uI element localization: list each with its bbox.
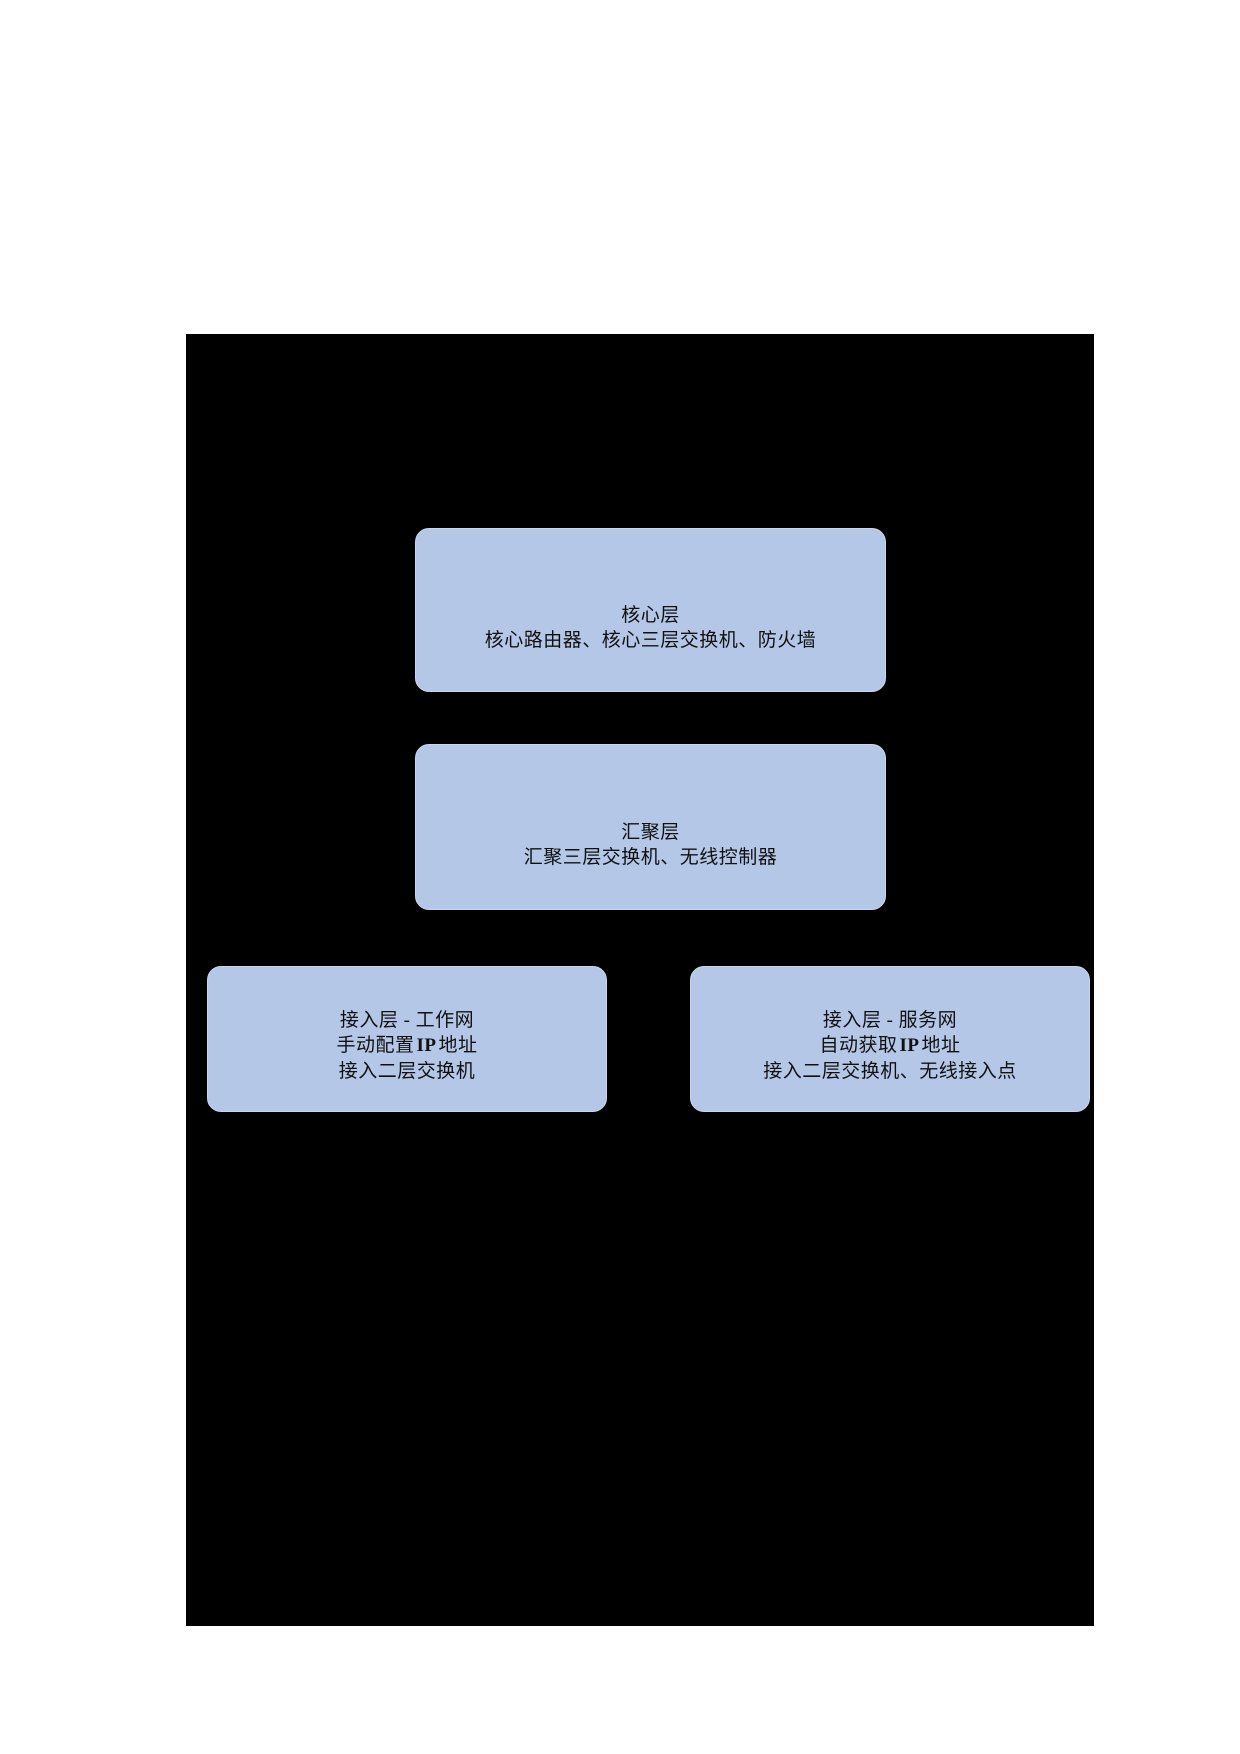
node-core-layer-text: 核心层 核心路由器、核心三层交换机、防火墙 [416,603,885,654]
diagram-canvas: 核心层 核心路由器、核心三层交换机、防火墙 汇聚层 汇聚三层交换机、无线控制器 … [186,334,1094,1626]
node-access-layer-work-network-line-1: 接入层 - 工作网 [339,1009,475,1031]
service-ip-prefix: 自动获取 [819,1035,898,1057]
node-access-layer-work-network-line-3: 接入二层交换机 [338,1060,476,1082]
node-aggregation-layer-line-2: 汇聚三层交换机、无线控制器 [523,847,778,868]
node-aggregation-layer[interactable]: 汇聚层 汇聚三层交换机、无线控制器 [415,744,886,910]
work-ip-prefix: 手动配置 [336,1035,415,1057]
node-aggregation-layer-text: 汇聚层 汇聚三层交换机、无线控制器 [416,820,885,871]
node-core-layer-line-2: 核心路由器、核心三层交换机、防火墙 [484,630,817,651]
node-aggregation-layer-line-1: 汇聚层 [621,821,680,843]
node-core-layer[interactable]: 核心层 核心路由器、核心三层交换机、防火墙 [415,528,886,692]
work-ip-suffix: 地址 [438,1035,478,1057]
service-ip-suffix: 地址 [921,1035,961,1057]
service-ip-label: IP [899,1035,920,1057]
node-access-layer-service-network-line-3: 接入二层交换机、无线接入点 [763,1060,1017,1082]
work-ip-label: IP [416,1035,437,1057]
node-access-layer-service-network-line-1: 接入层 - 服务网 [822,1009,958,1031]
node-core-layer-line-1: 核心层 [621,604,680,626]
